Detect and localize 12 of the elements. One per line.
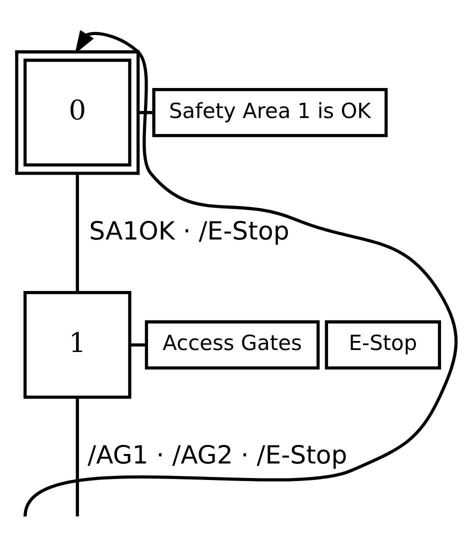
connector [138, 111, 154, 114]
edge-label: SA1OK · /E-Stop [89, 216, 290, 246]
node-box: Safety Area 1 is OK [152, 88, 388, 138]
arrow [24, 30, 458, 518]
node-box: 1 [24, 291, 132, 399]
connector [130, 343, 146, 346]
node-box: 0 [15, 50, 140, 175]
edge-label: /AG1 · /AG2 · /E-Stop [88, 440, 348, 470]
connector [76, 398, 79, 516]
node-box: E-Stop [324, 320, 442, 370]
connector [76, 173, 79, 292]
node-box: Access Gates [144, 320, 320, 370]
